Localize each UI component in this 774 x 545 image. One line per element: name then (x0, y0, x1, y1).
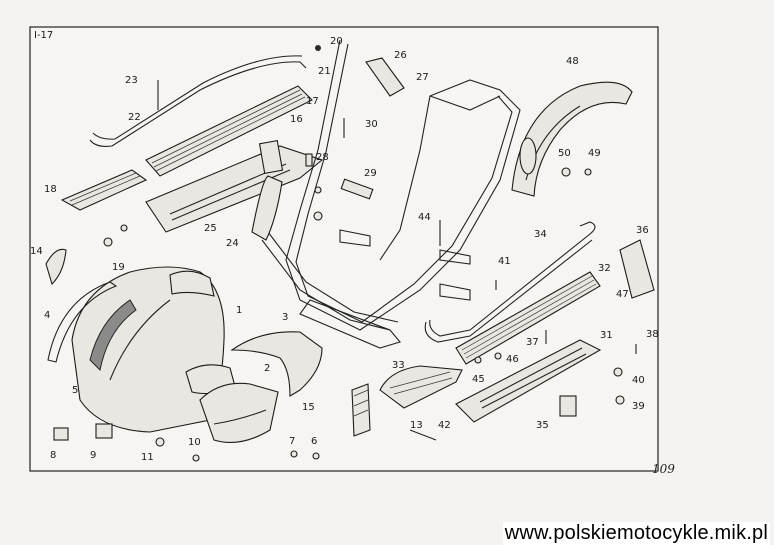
callout-34: 34 (534, 229, 547, 240)
callout-8: 8 (50, 450, 56, 461)
callout-7: 7 (289, 436, 295, 447)
callout-3: 3 (282, 312, 288, 323)
callout-47: 47 (616, 289, 629, 300)
callout-19: 19 (112, 262, 125, 273)
trim-strip (47, 281, 118, 363)
callout-39: 39 (632, 401, 645, 412)
callout-36: 36 (636, 225, 649, 236)
footboard-small-left (60, 169, 148, 211)
callout-16: 16 (290, 114, 303, 125)
front-fender (511, 81, 633, 197)
footer-url: www.polskiemotocykle.mik.pl (502, 522, 770, 545)
floor-panel-right (455, 339, 602, 423)
callout-31: 31 (600, 330, 613, 341)
floor-panel (145, 140, 324, 233)
callout-29: 29 (364, 168, 377, 179)
callout-labels: 1 2 3 4 5 6 7 8 9 10 11 13 14 15 16 17 1… (30, 36, 659, 463)
front-shield (71, 266, 237, 433)
callout-28: 28 (316, 152, 329, 163)
callout-17: 17 (306, 96, 319, 107)
callout-49: 49 (588, 148, 601, 159)
callout-18: 18 (44, 184, 57, 195)
callout-25: 25 (204, 223, 217, 234)
callout-24: 24 (226, 238, 239, 249)
callout-41: 41 (498, 256, 511, 267)
footboard-small-right (379, 365, 463, 409)
callout-40: 40 (632, 375, 645, 386)
callout-37: 37 (526, 337, 539, 348)
footboard-left (89, 55, 313, 177)
callout-11: 11 (141, 452, 154, 463)
footboard-right (424, 221, 601, 365)
callout-10: 10 (188, 437, 201, 448)
callout-13: 13 (410, 420, 423, 431)
callout-6: 6 (311, 436, 317, 447)
callout-4: 4 (44, 310, 50, 321)
callout-42: 42 (438, 420, 451, 431)
main-frame (251, 39, 521, 349)
callout-45: 45 (472, 374, 485, 385)
callout-46: 46 (506, 354, 519, 365)
callout-32: 32 (598, 263, 611, 274)
callout-5: 5 (72, 385, 78, 396)
callout-27: 27 (416, 72, 429, 83)
callout-20: 20 (330, 36, 343, 47)
callout-26: 26 (394, 50, 407, 61)
callout-22: 22 (128, 112, 141, 123)
callout-15: 15 (302, 402, 315, 413)
callout-48: 48 (566, 56, 579, 67)
callout-23: 23 (125, 75, 138, 86)
page-label: I-17 (34, 30, 53, 41)
callout-21: 21 (318, 66, 331, 77)
callout-33: 33 (392, 360, 405, 371)
callout-50: 50 (558, 148, 571, 159)
small-parts (45, 45, 655, 462)
callout-2: 2 (264, 363, 270, 374)
page-number: 109 (652, 462, 675, 476)
callout-44: 44 (418, 212, 431, 223)
leg-shield (199, 331, 323, 443)
callout-38: 38 (646, 329, 659, 340)
callout-1: 1 (236, 305, 242, 316)
callout-30: 30 (365, 119, 378, 130)
callout-9: 9 (90, 450, 96, 461)
callout-14: 14 (30, 246, 43, 257)
callout-35: 35 (536, 420, 549, 431)
